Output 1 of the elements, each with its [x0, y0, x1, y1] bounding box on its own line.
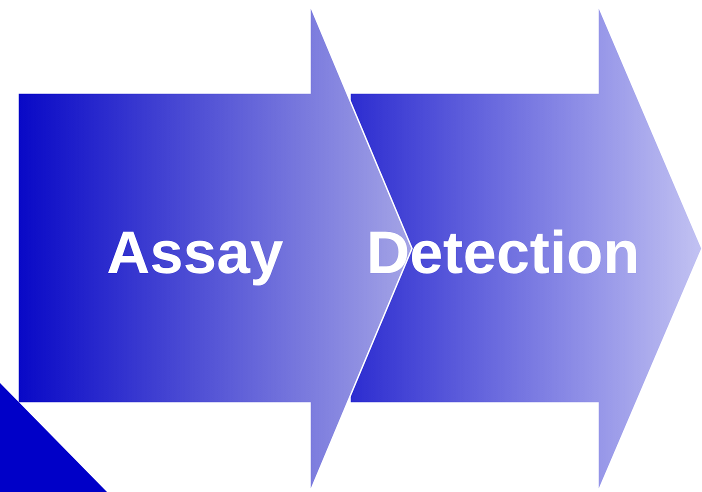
- step-label: Assay: [106, 223, 284, 283]
